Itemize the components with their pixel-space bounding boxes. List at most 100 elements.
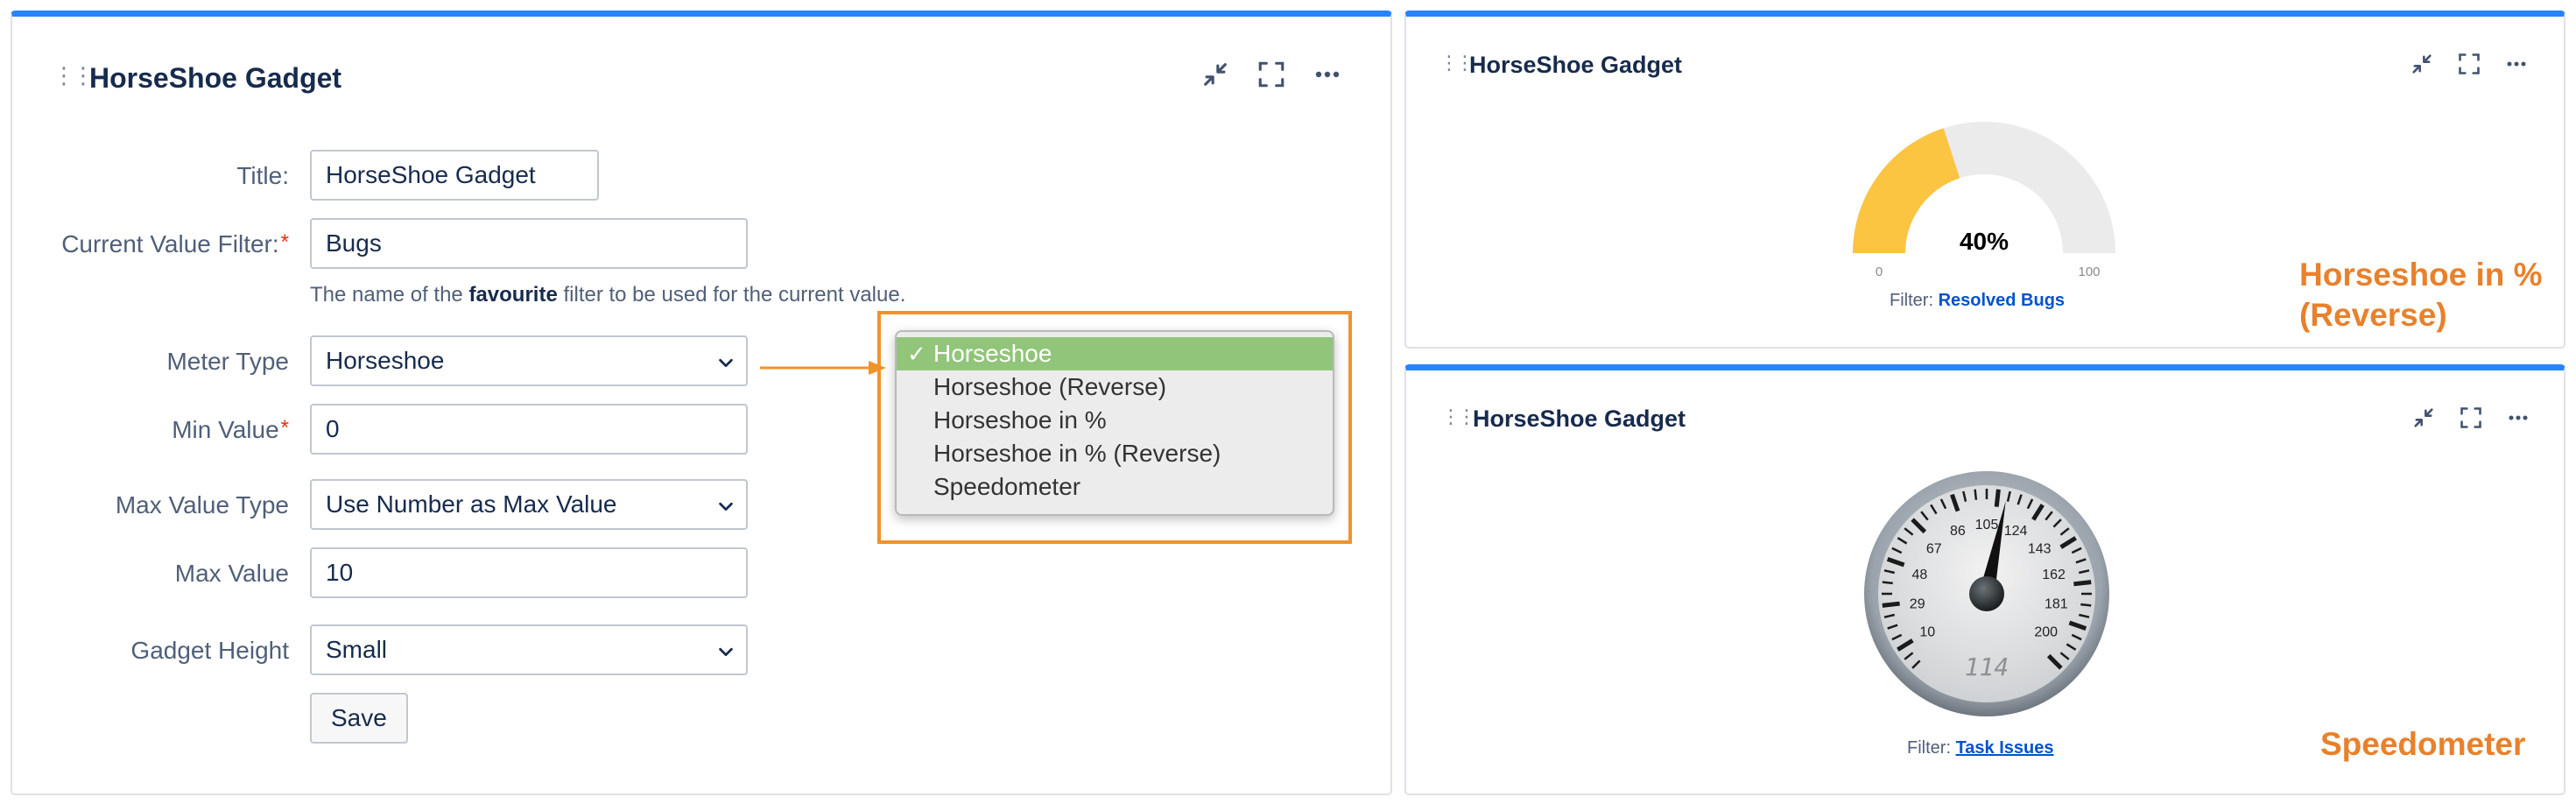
speedometer-tick-label: 67 [1926, 541, 1942, 556]
speedometer-tick-label: 143 [2028, 541, 2052, 556]
help-text-post: filter to be used for the current value. [557, 283, 906, 307]
speedometer-minor-tick [1939, 498, 1947, 510]
title-input[interactable] [310, 150, 599, 201]
meter-type-options-list[interactable]: ✓ Horseshoe Horseshoe (Reverse) Horsesho… [895, 330, 1334, 516]
gauge-fill [1853, 128, 1960, 253]
meter-option-horseshoe-reverse[interactable]: Horseshoe (Reverse) [897, 370, 1333, 404]
minimize-icon[interactable] [2404, 46, 2439, 81]
max-value-input[interactable] [310, 547, 748, 598]
gadget-height-value: Small [326, 636, 388, 663]
speedometer-tick-label: 162 [2042, 568, 2066, 582]
max-value-type-select[interactable]: Use Number as Max Value [310, 479, 748, 530]
meter-type-value: Horseshoe [326, 347, 445, 374]
speedometer-minor-tick [1962, 490, 1967, 502]
speedometer-minor-tick [1891, 633, 1903, 641]
gadget-height-select[interactable]: Small [310, 624, 748, 675]
speedometer-major-tick [1882, 601, 1900, 608]
max-value-label: Max Value [174, 560, 289, 587]
help-text-pre: The name of the [310, 283, 469, 307]
gauge-filter-caption: Filter: Resolved Bugs [1890, 291, 2065, 311]
speedometer-minor-tick [2006, 490, 2011, 502]
panel-title: HorseShoe Gadget [89, 62, 342, 94]
minimize-icon[interactable] [1198, 57, 1233, 92]
speedometer-minor-tick [1883, 569, 1895, 575]
speedometer-minor-tick [2075, 558, 2087, 564]
speedometer-panel: ⋮⋮ HorseShoe Gadget [1404, 364, 2565, 795]
filter-help-text: The name of the favourite filter to be u… [310, 283, 905, 307]
more-options-icon[interactable] [1310, 57, 1345, 92]
option-label: Horseshoe in % (Reverse) [933, 440, 1221, 467]
speedometer-minor-tick [2045, 511, 2053, 521]
speedometer-tick-label: 10 [1919, 625, 1935, 640]
speedometer-minor-tick [2080, 603, 2092, 607]
speedometer-tick-label: 29 [1910, 597, 1925, 612]
panel-title: HorseShoe Gadget [1473, 406, 1686, 432]
speedometer-major-tick [2073, 580, 2092, 587]
option-label: Horseshoe [933, 340, 1052, 367]
meter-option-horseshoe[interactable]: ✓ Horseshoe [897, 337, 1333, 370]
meter-option-speedometer[interactable]: Speedometer [897, 470, 1333, 504]
minimize-icon[interactable] [2406, 400, 2441, 435]
meter-type-note: Horseshoe in % (Reverse) [2299, 255, 2543, 335]
gadget-height-label: Gadget Height [130, 637, 289, 664]
speedometer-tick-label: 48 [1912, 568, 1928, 582]
max-value-type-value: Use Number as Max Value [326, 490, 617, 518]
option-label: Horseshoe (Reverse) [933, 373, 1167, 400]
fullscreen-icon[interactable] [2453, 400, 2488, 435]
meter-option-horseshoe-percent-reverse[interactable]: Horseshoe in % (Reverse) [897, 437, 1333, 470]
help-text-bold: favourite [468, 283, 558, 307]
more-options-icon[interactable] [2501, 400, 2536, 435]
option-label: Horseshoe in % [933, 406, 1107, 434]
chevron-down-icon [719, 647, 733, 657]
min-value-input[interactable] [310, 404, 748, 455]
speedometer-minor-tick [1891, 547, 1903, 554]
fullscreen-icon[interactable] [2452, 46, 2487, 81]
gadget-config-panel: ⋮⋮ HorseShoe Gadget Title: Current Value… [11, 11, 1392, 795]
speedometer-minor-tick [2079, 613, 2090, 618]
more-options-icon[interactable] [2499, 46, 2534, 81]
speedometer-minor-tick [1887, 624, 1898, 630]
save-button[interactable]: Save [310, 693, 408, 744]
filter-input[interactable] [310, 218, 748, 269]
speedometer-minor-tick [1974, 489, 1978, 500]
fullscreen-icon[interactable] [1254, 57, 1289, 92]
speedometer-minor-tick [2052, 518, 2062, 528]
dropdown-callout-box [877, 311, 1352, 544]
speedometer-minor-tick [1904, 652, 1914, 660]
drag-handle-icon[interactable]: ⋮⋮ [1439, 52, 1475, 74]
horseshoe-gauge-panel: ⋮⋮ HorseShoe Gadget 40% 0 100 Filter: Re… [1404, 11, 2565, 349]
speedometer-tick-label: 181 [2045, 597, 2068, 612]
meter-type-select[interactable]: Horseshoe [310, 335, 748, 386]
meter-option-horseshoe-percent[interactable]: Horseshoe in % [897, 404, 1333, 437]
meter-type-label: Meter Type [166, 348, 289, 375]
speedometer-minor-tick [1930, 504, 1938, 515]
arrow-icon [760, 361, 886, 375]
filter-caption-label: Filter: [1907, 738, 1951, 758]
speedometer-minor-tick [2026, 498, 2034, 510]
filter-field-label: Current Value Filter:* [61, 230, 289, 258]
speedometer-major-tick [1950, 493, 1960, 512]
drag-handle-icon[interactable]: ⋮⋮ [53, 62, 95, 88]
max-value-type-label: Max Value Type [115, 491, 289, 518]
required-marker: * [280, 416, 289, 440]
drag-handle-icon[interactable]: ⋮⋮ [1441, 406, 1476, 427]
filter-link[interactable]: Resolved Bugs [1938, 291, 2066, 310]
speedometer-major-tick [1911, 518, 1927, 534]
filter-label-text: Current Value Filter: [61, 230, 279, 257]
gauge-max-label: 100 [2078, 264, 2100, 279]
speedometer-major-tick [2046, 653, 2063, 670]
required-marker: * [280, 230, 289, 254]
speedometer-tick-label: 200 [2034, 625, 2058, 640]
speedometer-minor-tick [1897, 537, 1908, 545]
filter-caption-label: Filter: [1890, 291, 1933, 310]
speedometer-readout: 114 [1965, 652, 2009, 681]
chevron-down-icon [719, 502, 733, 511]
speedometer-hub [1969, 576, 2004, 611]
filter-link[interactable]: Task Issues [1955, 738, 2054, 758]
speedometer-minor-tick [1882, 581, 1893, 585]
speedometer-needle [1979, 501, 2006, 596]
speedometer-minor-tick [2016, 494, 2023, 505]
title-field-label: Title: [236, 162, 289, 189]
speedometer-major-tick [1994, 489, 2001, 507]
speedometer-major-tick [1897, 638, 1914, 652]
